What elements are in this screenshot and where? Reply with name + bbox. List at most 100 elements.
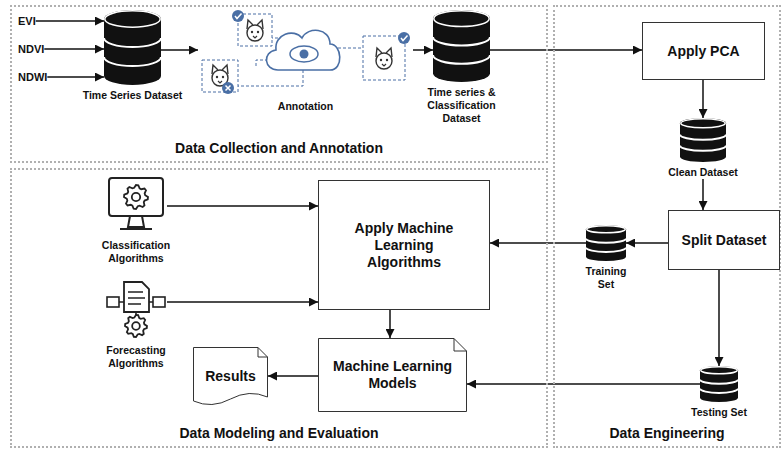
index-label: NDVI — [18, 43, 44, 55]
status-badge — [222, 82, 234, 94]
database-cylinder: Time series & Classification Dataset — [433, 10, 490, 82]
flow-arrow — [467, 383, 700, 385]
node-label: Time series & Classification Dataset — [416, 86, 508, 125]
status-mark — [401, 36, 408, 41]
eye-outline — [290, 46, 318, 62]
node-label: Classification Algorithms — [94, 239, 178, 265]
flow-arrow — [167, 205, 318, 207]
result-document: Results — [193, 347, 268, 405]
eye-iris — [300, 50, 309, 59]
annotation-box — [363, 36, 405, 80]
cylinder-band — [586, 238, 626, 242]
index-name: NDWI — [18, 71, 47, 83]
annotation-figure: Annotation — [198, 8, 413, 96]
database-cylinder: Time Series Dataset — [104, 10, 161, 85]
animal-nose — [218, 81, 222, 83]
index-name: NDVI — [18, 43, 44, 55]
animal-eye — [380, 59, 382, 61]
cylinder-band — [433, 55, 490, 64]
flow-arrow — [161, 49, 198, 51]
node-shape — [433, 10, 490, 82]
node-label: Machine Learning Models — [324, 358, 461, 392]
region-title: Data Engineering — [555, 425, 779, 441]
flow-arrow — [702, 179, 704, 210]
document-lines — [128, 292, 145, 304]
model-box: Machine Learning Models — [318, 338, 467, 412]
algorithm-icon: Forecasting Algorithms — [105, 280, 167, 340]
process-box: Split Dataset — [668, 210, 780, 270]
status-badge — [398, 32, 410, 44]
animal-nose — [253, 36, 257, 38]
cylinder-band — [700, 389, 738, 393]
icon-link — [119, 302, 153, 315]
flow-arrow — [268, 375, 318, 377]
region-title: Data Modeling and Evaluation — [12, 425, 546, 441]
stage-region: EVINDVINDWITime Series DatasetAnnotation… — [10, 5, 548, 163]
side-box — [107, 297, 119, 307]
node-shape — [104, 10, 161, 85]
flow-arrow — [47, 76, 104, 78]
gear-hub — [132, 322, 140, 330]
status-badge — [232, 10, 244, 22]
cylinder-band — [700, 379, 738, 383]
animal-eye — [251, 31, 253, 33]
index-label: EVI — [18, 15, 36, 27]
cylinder-band — [680, 134, 726, 139]
document-icon — [124, 282, 149, 312]
flow-arrow — [413, 49, 433, 51]
node-label: Clean Dataset — [668, 166, 737, 179]
cylinder-top — [587, 226, 625, 233]
cylinder-body — [433, 10, 490, 82]
algorithm-icon: Classification Algorithms — [105, 175, 167, 235]
gear-outline — [124, 185, 148, 209]
node-shape — [586, 225, 626, 261]
animal-eye — [257, 31, 259, 33]
side-box — [153, 297, 165, 307]
node-label: Forecasting Algorithms — [94, 344, 178, 370]
cylinder-band — [104, 57, 161, 66]
flow-arrow — [167, 301, 318, 303]
monitor-frame — [109, 178, 163, 216]
node-shape — [198, 8, 413, 96]
cylinder-body — [700, 366, 738, 402]
region-title: Data Collection and Annotation — [12, 140, 546, 156]
index-label: NDWI — [18, 71, 47, 83]
animal-eye — [216, 76, 218, 78]
node-label: Apply PCA — [667, 43, 739, 60]
animal-face — [247, 25, 263, 41]
cylinder-top — [105, 11, 160, 27]
flow-arrow — [626, 242, 668, 244]
node-label: Annotation — [278, 100, 333, 113]
cylinder-body — [586, 225, 626, 261]
flow-arrow — [702, 80, 704, 118]
cylinder-band — [586, 248, 626, 252]
flow-arrow — [718, 270, 720, 366]
flow-arrow — [490, 242, 586, 244]
cylinder-body — [104, 10, 161, 85]
stage-region: Apply PCA Clean DatasetSplit Dataset Train… — [553, 5, 781, 448]
database-cylinder: Training Set — [586, 225, 626, 261]
node-shape — [105, 175, 167, 235]
cylinder-band — [433, 37, 490, 46]
index-name: EVI — [18, 15, 36, 27]
document-fold — [258, 348, 268, 358]
database-cylinder: Clean Dataset — [680, 118, 726, 162]
node-label: Apply Machine Learning Algorithms — [343, 220, 465, 271]
node-label: Testing Set — [691, 406, 747, 419]
node-label: Time Series Dataset — [83, 89, 183, 102]
animal-eye — [222, 76, 224, 78]
document-outline — [194, 348, 268, 405]
flow-arrow — [389, 310, 391, 338]
status-mark — [226, 86, 231, 91]
animal-face — [376, 53, 392, 69]
cylinder-top — [434, 11, 489, 27]
status-mark — [235, 14, 242, 19]
node-label: Split Dataset — [682, 232, 767, 249]
process-box: Apply PCA — [642, 22, 765, 80]
database-cylinder: Testing Set — [700, 366, 738, 402]
node-shape — [680, 118, 726, 162]
node-shape — [105, 280, 167, 340]
cloud-outline — [266, 30, 339, 70]
box-outline — [319, 339, 467, 412]
animal-eye — [386, 59, 388, 61]
